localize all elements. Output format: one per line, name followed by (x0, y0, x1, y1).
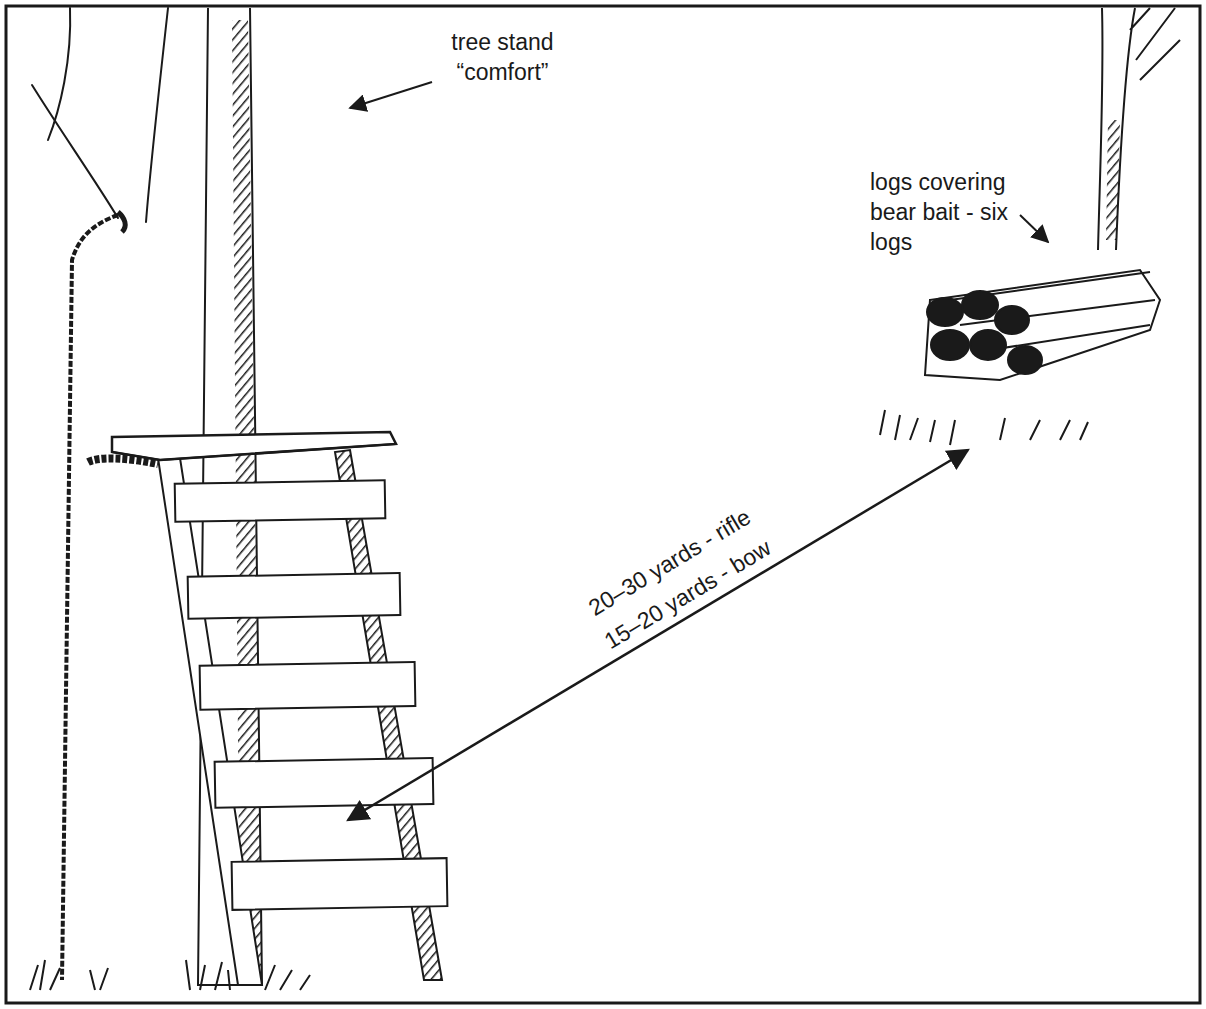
right-tree (1098, 8, 1180, 250)
rope-wrap (88, 458, 158, 464)
platform (88, 432, 396, 464)
callout-label: tree stand “comfort” (440, 28, 565, 88)
ladder (158, 450, 447, 985)
frame (6, 6, 1200, 1003)
leader-arrow (350, 82, 432, 108)
leader-arrow (1020, 215, 1048, 242)
rope (62, 215, 118, 980)
left-tree (32, 8, 168, 222)
log-pile (880, 270, 1160, 445)
distance-arrow (348, 450, 968, 820)
grass (30, 960, 310, 990)
rope-knot (118, 212, 125, 232)
callout-label: logs covering bear bait - six logs (870, 168, 1030, 258)
